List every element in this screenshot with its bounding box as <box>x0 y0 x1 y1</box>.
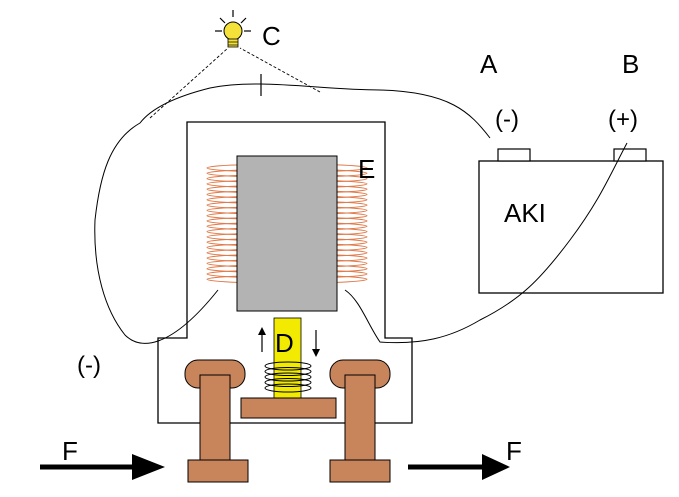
iron-core <box>236 155 338 312</box>
spring-turn <box>264 383 312 393</box>
arrow-right-icon <box>408 454 510 480</box>
bulb-dashed-left <box>149 47 229 119</box>
label-battery-negative: (-) <box>495 106 519 133</box>
label-battery-positive: (+) <box>608 106 638 133</box>
label-b: B <box>622 49 639 79</box>
label-battery: AKI <box>504 198 546 228</box>
bulb-dashed-right <box>239 47 321 93</box>
label-f-left: F <box>62 436 78 466</box>
battery-body <box>478 160 664 294</box>
spring-turn <box>264 361 312 371</box>
left-terminal <box>184 359 249 483</box>
battery-negative-terminal <box>497 148 531 162</box>
label-e: E <box>358 154 375 184</box>
arrow-right-icon <box>40 454 165 480</box>
label-a: A <box>480 49 498 79</box>
contact-bar <box>240 397 337 419</box>
label-ground-negative: (-) <box>77 352 101 379</box>
wire-top-loop <box>94 83 491 344</box>
spring-turn <box>264 378 312 387</box>
label-f-right: F <box>506 436 522 466</box>
spring-turn <box>264 367 312 376</box>
relay-housing <box>157 121 413 424</box>
arrow-down-icon <box>312 330 320 357</box>
wire-battery-positive <box>344 142 628 344</box>
arrow-up-icon <box>258 327 266 352</box>
right-terminal <box>329 359 391 483</box>
label-c: C <box>262 21 281 51</box>
label-d: D <box>275 328 294 358</box>
return-spring <box>264 361 312 393</box>
spring-turn <box>264 372 312 382</box>
lightbulb-icon <box>215 10 251 48</box>
